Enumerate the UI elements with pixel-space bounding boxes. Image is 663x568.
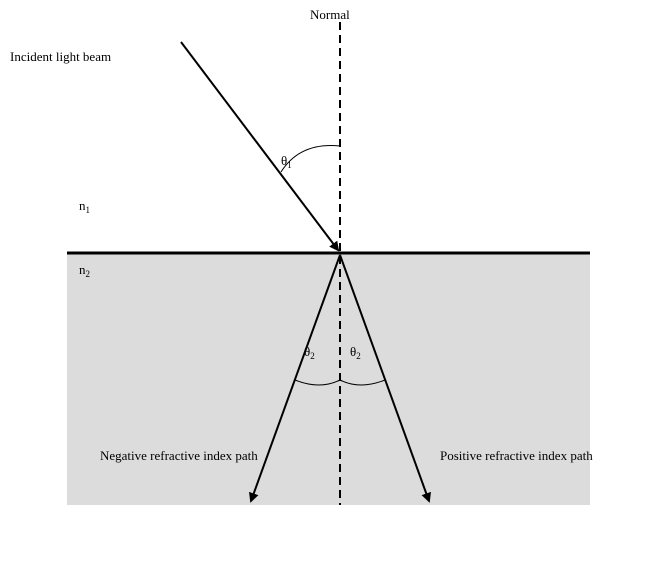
theta2-left-arc [294, 379, 341, 386]
theta1-arc [280, 145, 341, 173]
medium-2-region [67, 253, 590, 505]
incident-beam [180, 41, 340, 252]
theta1-label: θ1 [281, 153, 292, 170]
negative-refraction-path [249, 254, 341, 503]
normal-label: Normal [310, 7, 350, 22]
theta2-right-arc [339, 379, 386, 386]
n2-label: n2 [79, 262, 90, 279]
theta2-right-label: θ2 [350, 344, 361, 361]
positive-path-label: Positive refractive index path [440, 448, 593, 463]
n1-label: n1 [79, 198, 90, 215]
theta2-left-label: θ2 [304, 344, 315, 361]
negative-path-label: Negative refractive index path [100, 448, 258, 463]
positive-refraction-path [339, 254, 431, 503]
incident-beam-label: Incident light beam [10, 49, 112, 64]
